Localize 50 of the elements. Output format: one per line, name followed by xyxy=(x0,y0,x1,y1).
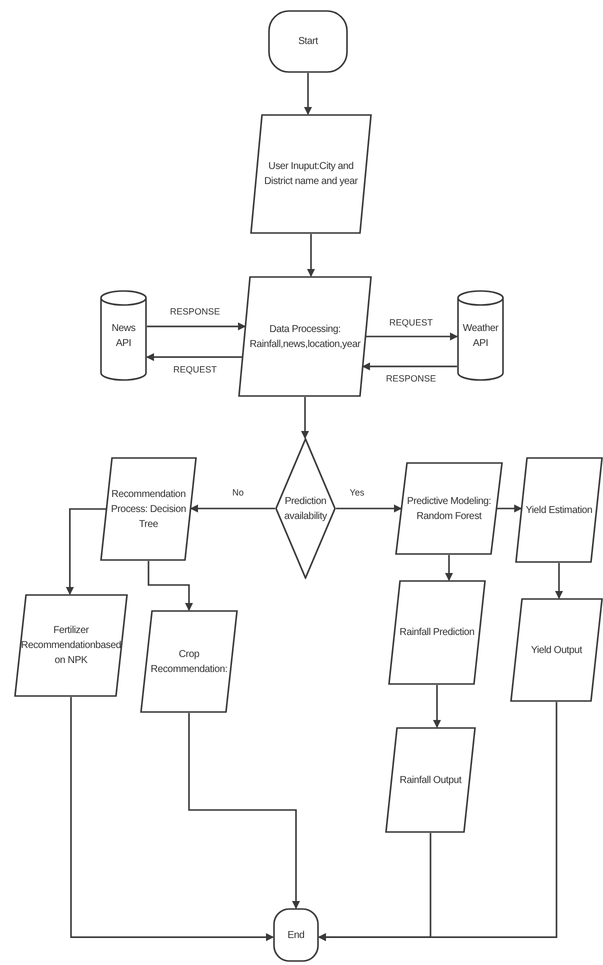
node-label: User Inuput:City and District name and year xyxy=(263,160,359,189)
arrow xyxy=(304,73,312,115)
arrow xyxy=(70,697,274,942)
arrow xyxy=(146,353,242,362)
arrow xyxy=(188,713,300,909)
arrow xyxy=(307,234,315,277)
io-parallelogram xyxy=(140,610,238,713)
io-parallelogram xyxy=(515,457,603,563)
node-label: Yield Estimation xyxy=(526,504,592,518)
node-label: Predictive Modeling: Random Forest xyxy=(406,494,492,524)
node-label: Data Processing: Rainfall,news,location,year xyxy=(248,322,362,352)
terminator-shape xyxy=(273,908,319,962)
node-label: Prediction availability xyxy=(284,494,327,524)
node-label: Rainfall Prediction xyxy=(400,626,474,640)
node-label: Rainfall Output xyxy=(400,774,462,788)
edge-label: REQUEST xyxy=(388,316,434,330)
arrow xyxy=(497,504,522,512)
terminator-shape xyxy=(268,10,348,73)
node-label: Recommendation Process: Decision Tree xyxy=(110,488,187,532)
database-cylinder xyxy=(100,290,147,381)
io-parallelogram xyxy=(510,598,603,702)
arrow xyxy=(445,555,453,581)
node-label: Fertilizer Recommendationbased on NPK xyxy=(21,624,121,668)
arrow xyxy=(148,561,193,611)
io-parallelogram xyxy=(395,462,503,555)
edge-label: REQUEST xyxy=(172,363,218,377)
io-parallelogram xyxy=(385,727,476,833)
arrow xyxy=(366,332,458,340)
io-parallelogram xyxy=(14,594,128,697)
arrow xyxy=(301,397,309,439)
io-parallelogram xyxy=(388,580,486,685)
arrow xyxy=(336,504,402,512)
node-label: Start xyxy=(298,35,318,49)
node-label: Yield Output xyxy=(530,644,582,658)
io-parallelogram xyxy=(250,114,372,234)
arrow xyxy=(147,322,246,330)
database-cylinder xyxy=(457,290,504,381)
arrow xyxy=(555,563,563,599)
decision-diamond xyxy=(275,438,336,579)
arrow xyxy=(190,504,275,512)
io-parallelogram xyxy=(100,457,197,561)
node-label: Weather API xyxy=(462,322,498,350)
node-label: News API xyxy=(110,322,136,350)
node-label: End xyxy=(288,928,304,942)
arrow xyxy=(362,362,457,370)
arrow xyxy=(66,508,106,595)
arrow xyxy=(433,685,441,728)
node-label: Crop Recommendation: xyxy=(150,648,228,676)
io-parallelogram xyxy=(238,276,372,397)
arrow xyxy=(318,702,558,942)
